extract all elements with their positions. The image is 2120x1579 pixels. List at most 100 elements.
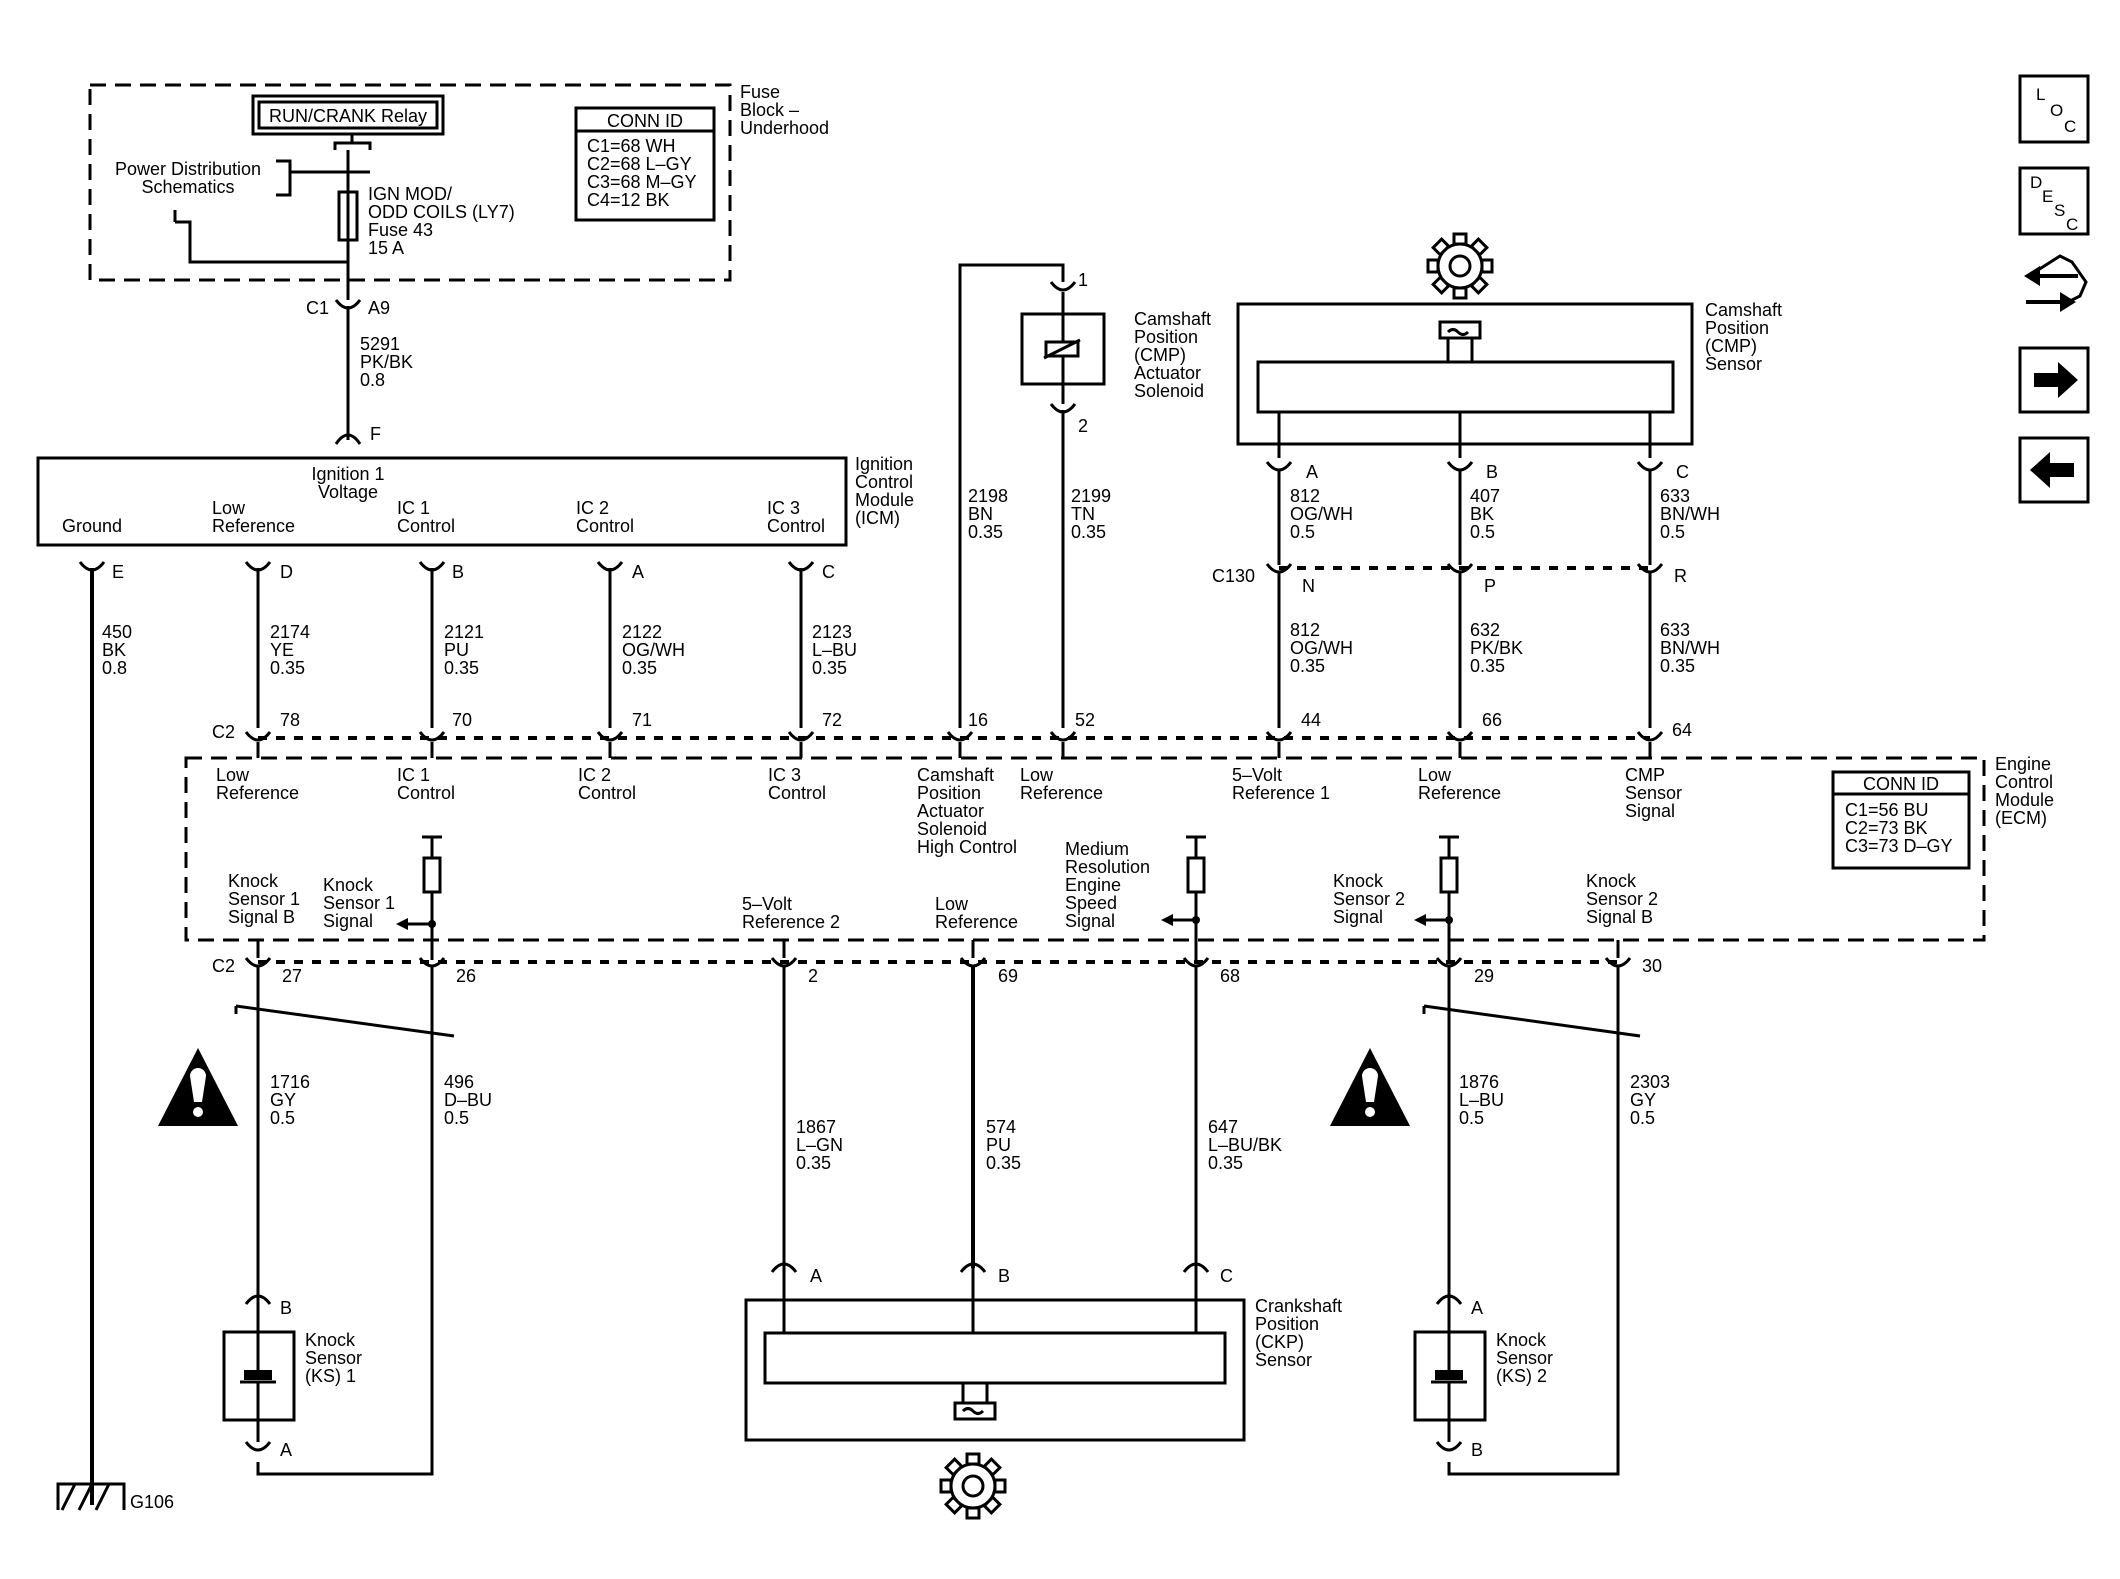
svg-text:L–GN: L–GN [796,1135,843,1155]
svg-text:647: 647 [1208,1117,1238,1137]
svg-text:Engine: Engine [1065,875,1121,895]
fuse-label-1: IGN MOD/ [368,184,452,204]
svg-text:2123: 2123 [812,622,852,642]
svg-text:Control: Control [1995,772,2053,792]
svg-text:(CMP): (CMP) [1134,345,1186,365]
fuse-block-conn-id: CONN ID C1=68 WH C2=68 L–GY C3=68 M–GY C… [574,106,716,222]
loc-button[interactable]: L O C [2018,74,2090,144]
svg-text:B: B [280,1298,292,1318]
fuse-out-connector: C1 [306,298,329,318]
icm-pin-ic3-label-1: IC 3 [767,498,800,518]
svg-text:Sensor 1: Sensor 1 [323,893,395,913]
svg-text:Engine: Engine [1995,754,2051,774]
svg-text:C2: C2 [212,722,235,742]
svg-text:Solenoid: Solenoid [917,819,987,839]
svg-text:0.35: 0.35 [1290,656,1325,676]
ground-symbol: G106 [56,1482,174,1512]
svg-text:C: C [2066,215,2078,234]
svg-text:70: 70 [452,710,472,730]
svg-text:(CMP): (CMP) [1705,336,1757,356]
warning-icon [1330,1048,1410,1126]
svg-text:A: A [280,1440,292,1460]
fuse-label-4: 15 A [368,238,404,258]
svg-text:Signal: Signal [1065,911,1115,931]
svg-text:26: 26 [456,966,476,986]
svg-text:PU: PU [444,640,469,660]
svg-text:Reference: Reference [1418,783,1501,803]
svg-text:407: 407 [1470,486,1500,506]
svg-text:812: 812 [1290,486,1320,506]
svg-text:C1=68 WH: C1=68 WH [587,136,676,156]
fuse-label-3: Fuse 43 [368,220,433,240]
gear-icon [1426,232,1494,300]
svg-text:IC 1: IC 1 [397,765,430,785]
svg-text:Control: Control [397,783,455,803]
svg-text:Actuator: Actuator [1134,363,1201,383]
svg-text:29: 29 [1474,966,1494,986]
svg-text:0.8: 0.8 [360,370,385,390]
svg-text:Knock: Knock [1333,871,1384,891]
svg-text:(ECM): (ECM) [1995,808,2047,828]
ecm-bottom-connector: C2 27 26 2 69 68 29 30 [212,940,1662,986]
svg-text:Position: Position [1255,1314,1319,1334]
svg-text:D: D [280,562,293,582]
svg-text:0.35: 0.35 [622,658,657,678]
svg-text:Sensor 1: Sensor 1 [228,889,300,909]
svg-text:BK: BK [102,640,126,660]
svg-text:Low: Low [216,765,250,785]
svg-text:(CKP): (CKP) [1255,1332,1304,1352]
svg-text:2199: 2199 [1071,486,1111,506]
svg-text:2198: 2198 [968,486,1008,506]
svg-text:Low: Low [935,894,969,914]
svg-text:D–BU: D–BU [444,1090,492,1110]
svg-text:IC 3: IC 3 [768,765,801,785]
svg-text:A: A [810,1266,822,1286]
svg-text:(KS) 1: (KS) 1 [305,1366,356,1386]
svg-text:0.35: 0.35 [1071,522,1106,542]
svg-text:B: B [1486,462,1498,482]
svg-text:69: 69 [998,966,1018,986]
svg-text:Resolution: Resolution [1065,857,1150,877]
svg-text:Reference: Reference [935,912,1018,932]
svg-text:632: 632 [1470,620,1500,640]
desc-button[interactable]: D E S C [2018,166,2090,236]
svg-text:PK/BK: PK/BK [360,352,413,372]
engine-control-module: Engine Control Module (ECM) CONN ID C1=5… [184,754,2054,960]
svg-text:Knock: Knock [228,871,279,891]
svg-text:2: 2 [808,966,818,986]
svg-text:0.5: 0.5 [1660,522,1685,542]
power-dist-label-1: Power Distribution [115,159,261,179]
cmp-sensor: Camshaft Position (CMP) Sensor A B C 812… [1212,232,1782,728]
svg-text:TN: TN [1071,504,1095,524]
svg-text:72: 72 [822,710,842,730]
svg-text:BN/WH: BN/WH [1660,504,1720,524]
svg-text:Reference 2: Reference 2 [742,912,840,932]
svg-text:CONN ID: CONN ID [1863,774,1939,794]
svg-text:450: 450 [102,622,132,642]
svg-text:Sensor 2: Sensor 2 [1333,889,1405,909]
svg-text:Sensor: Sensor [1705,354,1762,374]
next-button[interactable] [2018,346,2090,414]
svg-text:5291: 5291 [360,334,400,354]
svg-text:CONN ID: CONN ID [607,111,683,131]
previous-button[interactable] [2018,436,2090,504]
icm-pin-ic3-label-2: Control [767,516,825,536]
svg-text:71: 71 [632,710,652,730]
svg-text:30: 30 [1642,956,1662,976]
svg-text:Knock: Knock [1496,1330,1547,1350]
svg-text:IC 2: IC 2 [578,765,611,785]
svg-text:Camshaft: Camshaft [1705,300,1782,320]
connector-end-view-icon[interactable] [2024,254,2088,312]
fuse-block-underhood: Fuse Block – Underhood RUN/CRANK Relay P… [88,82,829,300]
icm-pin-ic1-label-1: IC 1 [397,498,430,518]
svg-text:0.35: 0.35 [270,658,305,678]
arrow-left-icon [2030,452,2074,488]
svg-text:2174: 2174 [270,622,310,642]
svg-text:0.35: 0.35 [1208,1153,1243,1173]
svg-text:Crankshaft: Crankshaft [1255,1296,1342,1316]
ignition-control-module: Ignition 1 Voltage Ignition Control Modu… [36,454,914,547]
svg-text:Sensor: Sensor [1625,783,1682,803]
svg-text:YE: YE [270,640,294,660]
svg-text:L–BU: L–BU [1459,1090,1504,1110]
svg-text:Medium: Medium [1065,839,1129,859]
